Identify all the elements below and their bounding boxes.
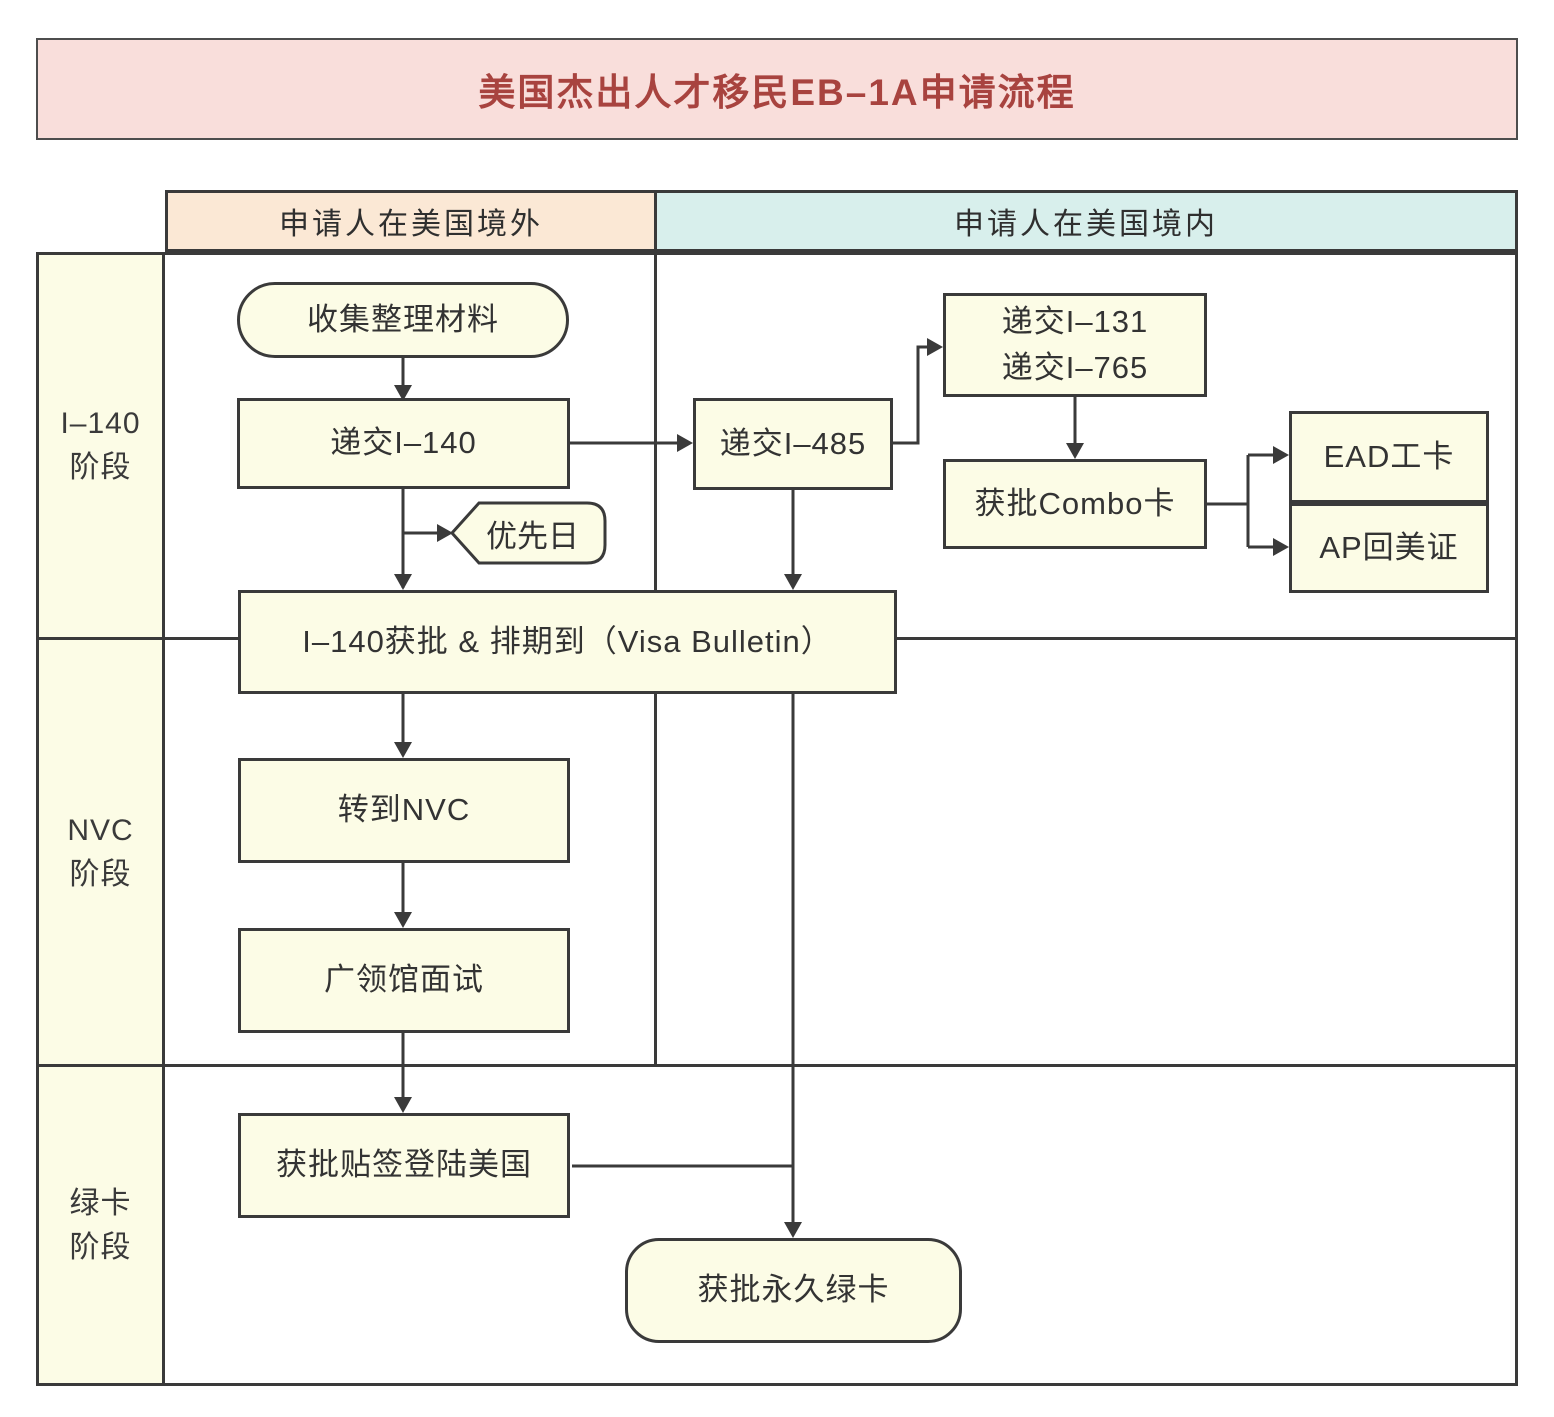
arrowhead bbox=[394, 742, 412, 758]
arrowhead bbox=[1273, 446, 1289, 464]
stage-label-nvc-line2: 阶段 bbox=[69, 857, 132, 891]
arrowhead bbox=[1066, 443, 1084, 459]
node-submit-i765-line: 递交I–765 bbox=[1001, 350, 1149, 385]
node-submit-i131-line: 递交I–131 bbox=[1001, 303, 1149, 339]
arrowhead bbox=[784, 574, 802, 590]
node-submit-i140: 递交I–140 bbox=[237, 398, 570, 489]
node-submit-i485: 递交I–485 bbox=[693, 398, 893, 490]
node-combo-card-approved: 获批Combo卡 bbox=[943, 459, 1207, 549]
arrowhead bbox=[1273, 538, 1289, 556]
column-header-inside-us: 申请人在美国境内 bbox=[657, 190, 1518, 252]
stage-label-i140: I–140 阶段 bbox=[36, 402, 165, 489]
stage-label-i140-line2: 阶段 bbox=[69, 450, 132, 484]
connector-i485-to-i131 bbox=[893, 345, 930, 445]
stage-label-greencard: 绿卡 阶段 bbox=[36, 1182, 165, 1269]
stage-label-greencard-line2: 阶段 bbox=[69, 1230, 132, 1264]
node-collect-materials: 收集整理材料 bbox=[237, 282, 569, 358]
node-transfer-to-nvc: 转到NVC bbox=[238, 758, 570, 863]
node-ead-card: EAD工卡 bbox=[1289, 411, 1489, 503]
page-title-text: 美国杰出人才移民EB–1A申请流程 bbox=[478, 72, 1076, 113]
arrowhead bbox=[784, 1222, 802, 1238]
stage-label-nvc-line1: NVC bbox=[67, 814, 134, 847]
page-title: 美国杰出人才移民EB–1A申请流程 bbox=[36, 38, 1518, 140]
row-divider-nvc-greencard bbox=[36, 1064, 1518, 1067]
arrowhead bbox=[927, 338, 943, 356]
priority-date-shape bbox=[449, 501, 607, 565]
node-submit-i131-i765: 递交I–131 递交I–765 bbox=[943, 293, 1207, 397]
stage-label-i140-line1: I–140 bbox=[60, 407, 141, 440]
arrowhead bbox=[394, 385, 412, 401]
arrowhead bbox=[677, 434, 693, 452]
node-ap-document: AP回美证 bbox=[1289, 503, 1489, 593]
node-priority-date-label: 优先日 bbox=[486, 518, 579, 554]
node-permanent-green-card: 获批永久绿卡 bbox=[625, 1238, 962, 1343]
node-i140-approved-visa-bulletin: I–140获批 & 排期到（Visa Bulletin） bbox=[238, 590, 897, 694]
arrowhead bbox=[437, 524, 453, 542]
arrowhead bbox=[394, 574, 412, 590]
stage-label-nvc: NVC 阶段 bbox=[36, 809, 165, 896]
node-visa-landing-us: 获批贴签登陆美国 bbox=[238, 1113, 570, 1218]
stage-label-greencard-line1: 绿卡 bbox=[69, 1187, 132, 1220]
node-consulate-interview: 广领馆面试 bbox=[238, 928, 570, 1033]
arrowhead bbox=[394, 1097, 412, 1113]
column-header-outside-us: 申请人在美国境外 bbox=[165, 190, 657, 252]
arrowhead bbox=[394, 912, 412, 928]
stage-label-column bbox=[36, 252, 165, 1386]
